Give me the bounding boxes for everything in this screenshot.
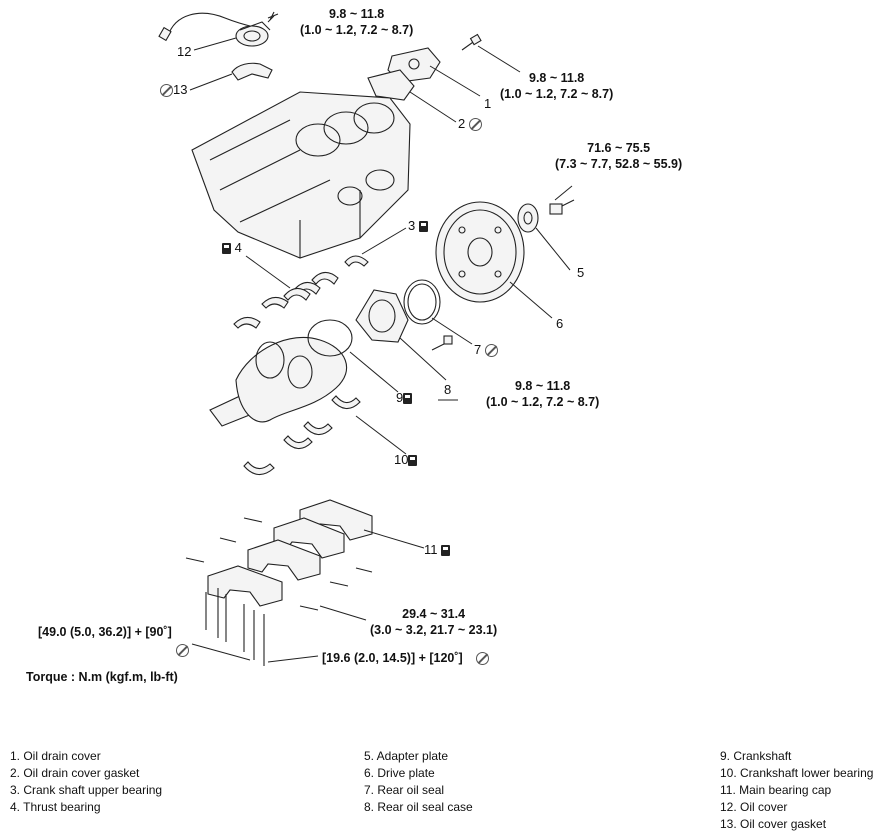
callout-12: 12 (177, 44, 192, 59)
callout-number: 4 (234, 240, 242, 255)
torque-value: 29.4 ~ 31.4 (402, 607, 466, 621)
legend-item: 2. Oil drain cover gasket (10, 766, 140, 780)
torque-unit-note: Torque : N.m (kgf.m, lb-ft) (26, 669, 178, 685)
callout-8: 8 (444, 382, 452, 397)
bolts-seal-case (431, 335, 458, 401)
callout-4: 4 (222, 240, 242, 255)
torque-spec-cap-bolt-a: [49.0 (5.0, 36.2)] + [90˚] (38, 624, 172, 640)
legend-column-2: 5. Adapter plate 6. Drive plate 7. Rear … (364, 748, 473, 816)
callout-7: 7 (474, 342, 498, 358)
legend-column-3: 9. Crankshaft 10. Crankshaft lower beari… (720, 748, 873, 833)
drive-plate-part (435, 201, 525, 303)
crankshaft-part (209, 319, 353, 427)
cap-bolts (185, 517, 373, 666)
torque-spec-bearing-cap: 29.4 ~ 31.4 (3.0 ~ 3.2, 21.7 ~ 23.1) (370, 606, 497, 638)
callout-number: 2 (458, 116, 466, 131)
oil-drain-cover-part (367, 47, 441, 101)
engine-block (191, 91, 411, 259)
torque-unit-text: Torque : N.m (kgf.m, lb-ft) (26, 670, 178, 684)
torque-value-alt: (1.0 ~ 1.2, 7.2 ~ 8.7) (500, 87, 614, 101)
apply-oil-icon (441, 545, 451, 557)
rear-oil-seal-case-part (355, 279, 441, 343)
bolt-drain-cover (461, 33, 482, 51)
oil-cover-gasket-part (231, 62, 273, 81)
callout-9: 9 (396, 390, 413, 405)
legend-item: 10. Crankshaft lower bearing (720, 766, 874, 780)
torque-value: 71.6 ~ 75.5 (587, 141, 651, 155)
upper-bearings (233, 255, 369, 329)
legend-item: 8. Rear oil seal case (364, 800, 473, 814)
adapter-plate-part (517, 203, 539, 233)
legend-item: 9. Crankshaft (720, 749, 792, 763)
torque-value: 9.8 ~ 11.8 (529, 71, 585, 85)
torque-spec-drive-plate: 71.6 ~ 75.5 (7.3 ~ 7.7, 52.8 ~ 55.9) (555, 140, 682, 172)
torque-value: [19.6 (2.0, 14.5)] + [120˚] (322, 651, 463, 665)
legend-item: 1. Oil drain cover (10, 749, 101, 763)
callout-3: 3 (408, 218, 428, 233)
callout-number: 9 (396, 390, 404, 405)
legend-item: 5. Adapter plate (364, 749, 449, 763)
callout-2: 2 (458, 116, 482, 132)
apply-oil-icon (403, 393, 413, 405)
legend-item: 3. Crank shaft upper bearing (10, 783, 163, 797)
legend-item: 12. Oil cover (720, 800, 788, 814)
torque-value-alt: (7.3 ~ 7.7, 52.8 ~ 55.9) (555, 157, 683, 171)
legend-item: 13. Oil cover gasket (720, 817, 827, 831)
no-reuse-icon (476, 652, 490, 666)
callout-number: 11 (424, 542, 438, 557)
legend-item: 11. Main bearing cap (720, 783, 832, 797)
no-reuse-icon (468, 118, 482, 132)
no-reuse-icon (160, 84, 173, 98)
bolt-drive-plate (549, 199, 575, 215)
oil-cover-part (158, 12, 271, 47)
no-reuse-icon (484, 344, 498, 358)
callout-11: 11 (424, 542, 451, 557)
torque-value-alt: (3.0 ~ 3.2, 21.7 ~ 23.1) (370, 623, 498, 637)
callout-13: 13 (160, 82, 188, 98)
legend-item: 6. Drive plate (364, 766, 435, 780)
callout-number: 7 (474, 342, 482, 357)
apply-oil-icon (222, 243, 231, 255)
legend-item: 4. Thrust bearing (10, 800, 101, 814)
bolt-oil-cover (267, 11, 279, 21)
torque-value: 9.8 ~ 11.8 (329, 7, 385, 21)
no-reuse-icon (176, 644, 189, 658)
torque-spec-seal-case: 9.8 ~ 11.8 (1.0 ~ 1.2, 7.2 ~ 8.7) (486, 378, 599, 410)
callout-10: 10 (394, 452, 418, 467)
lower-bearings (243, 395, 361, 476)
callout-6: 6 (556, 316, 564, 331)
apply-oil-icon (408, 455, 418, 467)
callout-1: 1 (484, 96, 492, 111)
torque-value: [49.0 (5.0, 36.2)] + [90˚] (38, 625, 172, 639)
callout-number: 13 (173, 82, 188, 97)
callout-number: 3 (408, 218, 416, 233)
callout-number: 10 (394, 452, 409, 467)
torque-spec-cap-bolt-b: [19.6 (2.0, 14.5)] + [120˚] (322, 650, 490, 666)
main-bearing-caps (207, 499, 373, 607)
legend-column-1: 1. Oil drain cover 2. Oil drain cover ga… (10, 748, 162, 816)
torque-spec-drain-cover: 9.8 ~ 11.8 (1.0 ~ 1.2, 7.2 ~ 8.7) (500, 70, 613, 102)
legend-item: 7. Rear oil seal (364, 783, 445, 797)
leader-lines (189, 15, 573, 663)
torque-spec-oil-cover: 9.8 ~ 11.8 (1.0 ~ 1.2, 7.2 ~ 8.7) (300, 6, 413, 38)
apply-oil-icon (418, 221, 428, 233)
callout-5: 5 (577, 265, 585, 280)
torque-value-alt: (1.0 ~ 1.2, 7.2 ~ 8.7) (486, 395, 600, 409)
torque-value: 9.8 ~ 11.8 (515, 379, 571, 393)
torque-value-alt: (1.0 ~ 1.2, 7.2 ~ 8.7) (300, 23, 414, 37)
